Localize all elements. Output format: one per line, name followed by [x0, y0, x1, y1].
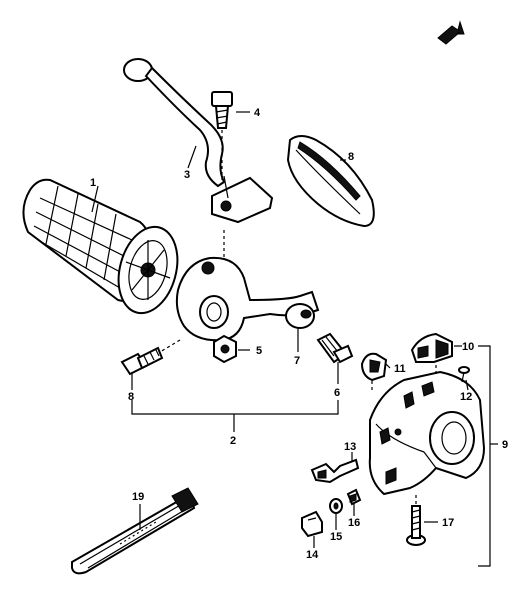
lock-nut [213, 334, 237, 364]
callout-2: 2 [230, 435, 236, 447]
switch-knob [360, 352, 388, 382]
adjuster-nut [285, 303, 315, 329]
front-arrow-icon [437, 20, 465, 45]
callout-15: 15 [330, 531, 342, 543]
clutch-lever [123, 58, 274, 224]
lever-pivot-bolt [211, 91, 233, 180]
callout-7: 7 [294, 355, 300, 367]
callout-1: 1 [90, 177, 96, 189]
callout-3: 3 [184, 169, 190, 181]
callout-9: 9 [502, 439, 508, 451]
callout-11: 11 [394, 363, 406, 375]
switch-screw [406, 494, 426, 546]
callout-12: 12 [460, 391, 472, 403]
bracket-bolt [120, 346, 164, 376]
callout-19: 19 [132, 491, 144, 503]
callout-13: 13 [344, 441, 356, 453]
callout-8-bolt: 8 [128, 391, 134, 403]
grip [22, 178, 179, 315]
callout-10: 10 [462, 341, 474, 353]
callout-5: 5 [256, 345, 262, 357]
callout-8-cover: 8 [348, 151, 354, 163]
washer [329, 498, 343, 514]
spring-clip [346, 488, 362, 506]
callout-16: 16 [348, 517, 360, 529]
lever-cover [286, 135, 375, 228]
clip [301, 510, 323, 538]
switch-knob-upper [410, 332, 453, 363]
callout-6: 6 [334, 387, 340, 399]
wire-terminal [310, 458, 360, 484]
adjuster-bolt [316, 332, 354, 364]
callout-14: 14 [306, 549, 319, 561]
leader-lines [91, 111, 498, 567]
small-screw [458, 366, 470, 383]
handlebar-switch-assembly [368, 346, 486, 496]
callout-4: 4 [254, 107, 261, 119]
callout-17: 17 [442, 517, 454, 529]
cable-tie [71, 487, 199, 575]
